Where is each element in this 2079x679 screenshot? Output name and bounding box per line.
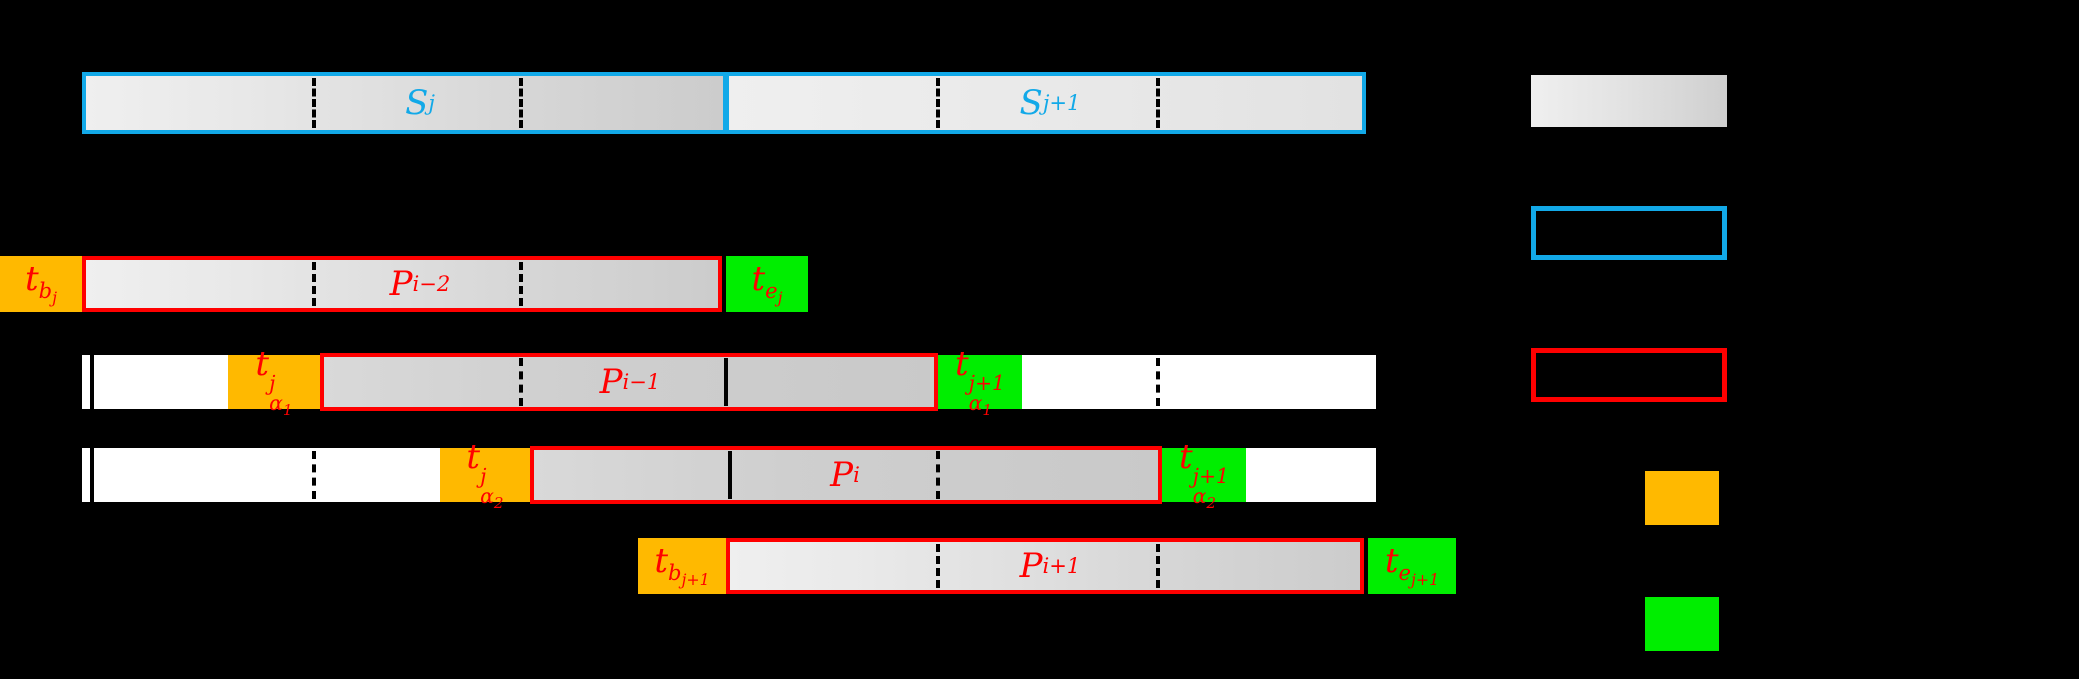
marker-tbj1: tbj+1 — [638, 538, 726, 594]
marker-tej1-text: tej+1 — [1384, 541, 1440, 590]
pi-divider-1 — [728, 451, 732, 499]
row3-right-tick — [1368, 355, 1376, 409]
slot-sj-divider-1 — [312, 78, 316, 128]
pi-2-divider-1 — [312, 262, 316, 306]
pi-1-divider-1 — [519, 358, 523, 406]
slot-sj-divider-2 — [519, 78, 523, 128]
process-bar-pi-2 — [82, 256, 722, 312]
marker-tbj: tbj — [0, 256, 82, 312]
process-bar-pi — [530, 446, 1162, 504]
pi-2-divider-2 — [519, 262, 523, 306]
row4-right-tick — [1368, 448, 1376, 502]
row3-left-tick — [90, 355, 94, 409]
slot-bar-sj — [82, 72, 727, 134]
marker-tbj1-text: tbj+1 — [654, 541, 710, 590]
row4-divider-left — [312, 451, 316, 499]
pi-1-divider-2 — [724, 358, 728, 406]
legend-orange-swatch — [1645, 471, 1719, 525]
marker-tbj-text: tbj — [24, 259, 58, 308]
process-bar-pi-1 — [320, 353, 938, 411]
marker-tej1: tej+1 — [1368, 538, 1456, 594]
legend-red-outline-swatch — [1531, 348, 1727, 402]
legend-green-swatch — [1645, 597, 1719, 651]
slot-bar-sj1 — [725, 72, 1366, 134]
legend-gradient-swatch — [1531, 75, 1727, 127]
row4-left-tick — [90, 448, 94, 502]
marker-tej-text: tej — [751, 259, 783, 308]
slot-sj1-divider-1 — [936, 78, 940, 128]
marker-tej: tej — [726, 256, 808, 312]
pi-divider-2 — [936, 451, 940, 499]
pi1-divider-2 — [1156, 544, 1160, 588]
process-bar-pi1 — [726, 538, 1364, 594]
pi1-divider-1 — [936, 544, 940, 588]
legend-blue-outline-swatch — [1531, 206, 1727, 260]
slot-sj1-divider-2 — [1156, 78, 1160, 128]
row3-divider-right — [1156, 358, 1160, 406]
